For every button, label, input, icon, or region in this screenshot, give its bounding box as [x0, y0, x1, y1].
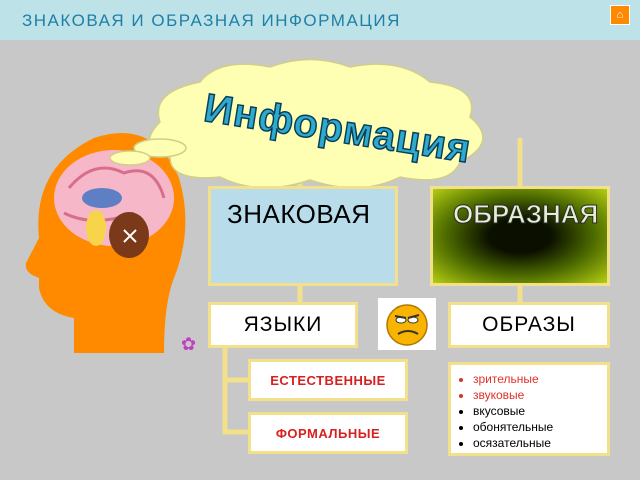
page-title: ЗНАКОВАЯ И ОБРАЗНАЯ ИНФОРМАЦИЯ [22, 11, 401, 30]
smiley-icon [386, 304, 428, 346]
languages-label: ЯЗЫКИ [243, 313, 323, 336]
sign-information-box: ЗНАКОВАЯ [208, 186, 398, 286]
images-label: ОБРАЗЫ [482, 313, 576, 336]
list-item: зрительные [473, 371, 603, 387]
home-button[interactable]: ⌂ [610, 5, 630, 25]
header-bar: ЗНАКОВАЯ И ОБРАЗНАЯ ИНФОРМАЦИЯ ⌂ [0, 0, 640, 40]
image-label: ОБРАЗНАЯ [452, 199, 599, 230]
languages-box: ЯЗЫКИ [208, 302, 358, 348]
sparkle-icon: ✿ [181, 334, 197, 354]
list-item: осязательные [473, 435, 603, 451]
thinking-emoji [378, 298, 436, 350]
natural-label: ЕСТЕСТВЕННЫЕ [270, 372, 386, 388]
images-box: ОБРАЗЫ [448, 302, 610, 348]
image-types-items: зрительныезвуковыевкусовыеобонятельныеос… [459, 371, 603, 451]
formal-label: ФОРМАЛЬНЫЕ [275, 425, 381, 441]
list-item: вкусовые [473, 403, 603, 419]
list-item: звуковые [473, 387, 603, 403]
formal-languages-box: ФОРМАЛЬНЫЕ [248, 412, 408, 454]
image-box-gradient [433, 189, 607, 283]
image-information-box: ОБРАЗНАЯ [430, 186, 610, 286]
list-item: обонятельные [473, 419, 603, 435]
image-types-list: зрительныезвуковыевкусовыеобонятельныеос… [448, 362, 610, 456]
information-cloud [110, 58, 484, 189]
natural-languages-box: ЕСТЕСТВЕННЫЕ [248, 359, 408, 401]
home-icon: ⌂ [616, 8, 624, 21]
head-illustration [25, 133, 186, 353]
sign-label: ЗНАКОВАЯ [227, 199, 371, 229]
